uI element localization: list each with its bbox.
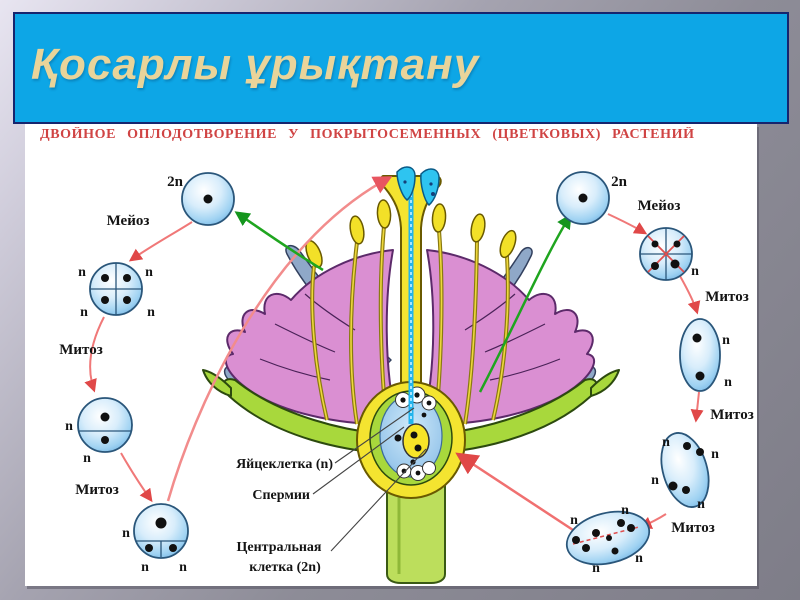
- embryo-sac-4-nuclei: [660, 432, 710, 508]
- meiosis-label: Мейоз: [638, 198, 681, 214]
- male-gametophyte-cycle: 2n Мейоз Митоз Митоз n n n n n n n n n: [59, 172, 235, 575]
- svg-text:n: n: [80, 305, 88, 320]
- pollen-grain-2cell: [77, 397, 133, 453]
- embryo-sac-8-nuclei: [565, 510, 651, 566]
- svg-text:n: n: [141, 560, 149, 575]
- microspore-tetrad: [89, 262, 143, 316]
- ovule-to-megaspore-arrow: [478, 213, 572, 393]
- svg-text:n: n: [711, 447, 719, 462]
- megaspore-tetrad: [639, 227, 693, 281]
- slide-title: Қосарлы ұрықтану: [31, 40, 480, 89]
- svg-text:n: n: [78, 265, 86, 280]
- anther-to-microspore-arrow: [234, 211, 324, 272]
- central-cell-label-line1: Центральная: [236, 540, 321, 555]
- nucleus: [578, 193, 588, 203]
- svg-text:n: n: [147, 305, 155, 320]
- slide-title-bar: Қосарлы ұрықтану: [13, 12, 789, 124]
- egg-nuclei: [401, 459, 421, 476]
- svg-text:n: n: [179, 560, 187, 575]
- label-leader-lines: [312, 407, 427, 552]
- meiosis-label: Мейоз: [107, 213, 150, 229]
- sperm-nucleus: [394, 434, 402, 442]
- nucleus: [203, 194, 213, 204]
- mitosis-label: Митоз: [59, 342, 103, 358]
- pollen-grain-3cell: [133, 503, 189, 559]
- stigma-lobes: [396, 166, 440, 207]
- svg-text:n: n: [651, 473, 659, 488]
- ploidy-label: 2n: [167, 174, 184, 190]
- sperm-label: Спермии: [252, 488, 310, 503]
- pollination-arrow: [166, 176, 393, 502]
- polar-nuclei: [410, 431, 422, 452]
- antipodal-nuclei: [400, 392, 432, 418]
- mitosis-label: Митоз: [705, 289, 749, 305]
- mitosis-label: Митоз: [710, 407, 754, 423]
- central-cell: [402, 423, 430, 459]
- mitosis-label: Митоз: [75, 482, 119, 498]
- svg-text:n: n: [635, 551, 643, 566]
- egg-cell-label: Яйцеклетка (n): [236, 457, 333, 472]
- svg-text:n: n: [83, 451, 91, 466]
- svg-text:n: n: [570, 513, 578, 528]
- mitosis-label: Митоз: [671, 520, 715, 536]
- haploid-labels-left: n n n n n n n n n: [65, 265, 187, 575]
- diagram-panel: ДВОЙНОЕ ОПЛОДОТВОРЕНИЕ У ПОКРЫТОСЕМЕННЫХ…: [25, 124, 757, 586]
- svg-text:n: n: [592, 561, 600, 576]
- central-cell-label-line2: клетка (2n): [249, 560, 321, 575]
- ploidy-label: 2n: [611, 174, 628, 190]
- arrow-mitosis-right-1: [679, 275, 701, 315]
- svg-text:n: n: [722, 333, 730, 348]
- arrow-mitosis-right-2: [690, 391, 704, 423]
- arrow-meiosis-right: [607, 213, 648, 235]
- female-gametophyte-cycle: 2n Мейоз Митоз Митоз Митоз n n n n n n n…: [556, 171, 754, 576]
- embryosac-to-ovule-arrow: [455, 452, 574, 532]
- arrow-mitosis-left-2: [120, 452, 153, 503]
- haploid-labels-right: n n n n n n n n n n n: [570, 264, 732, 576]
- svg-text:n: n: [621, 503, 629, 518]
- svg-text:n: n: [145, 265, 153, 280]
- diagram-heading: ДВОЙНОЕ ОПЛОДОТВОРЕНИЕ У ПОКРЫТОСЕМЕННЫХ…: [40, 127, 695, 142]
- petal-veins: [259, 293, 561, 381]
- svg-text:n: n: [691, 264, 699, 279]
- svg-text:n: n: [65, 419, 73, 434]
- svg-text:n: n: [724, 375, 732, 390]
- svg-text:n: n: [122, 526, 130, 541]
- arrow-mitosis-left-1: [84, 316, 105, 393]
- arrow-meiosis-left: [128, 221, 193, 262]
- embryo-sac-2-nuclei: [679, 318, 721, 392]
- svg-text:n: n: [662, 435, 670, 450]
- pollen-grains-on-stigma: [403, 180, 435, 196]
- double-fertilization-diagram: 2n Мейоз Митоз Митоз n n n n n n n n n: [59, 166, 754, 584]
- flower-cross-section: [202, 166, 620, 584]
- svg-text:n: n: [697, 497, 705, 512]
- center-cell-labels: Яйцеклетка (n) Спермии Центральная клетк…: [236, 457, 333, 575]
- egg-apparatus: [396, 461, 436, 481]
